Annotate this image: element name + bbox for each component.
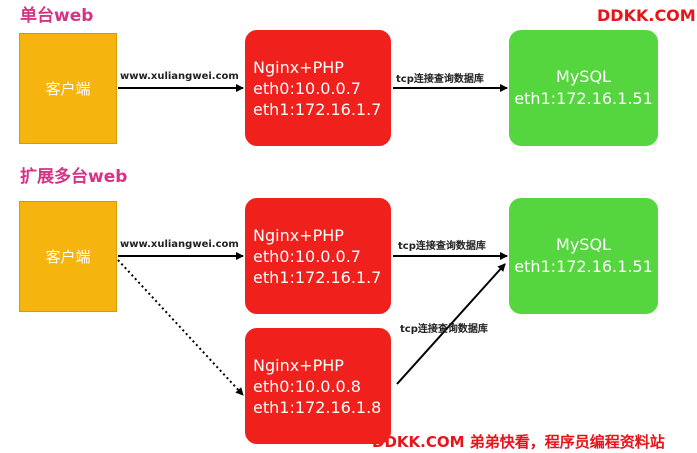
server-line2: eth0:10.0.0.8 — [253, 376, 361, 396]
server-box-bottom-2: Nginx+PHP eth0:10.0.0.8 eth1:172.16.1.8 — [245, 328, 391, 444]
tcp-label-bottom-2: tcp连接查询数据库 — [400, 324, 488, 335]
link-label-top: www.xuliangwei.com — [120, 71, 239, 82]
client-box-top: 客户端 — [19, 33, 117, 144]
watermark-bottom: DDKK.COM 弟弟快看，程序员编程资料站 — [372, 433, 665, 451]
arrow-client-to-server2-dotted — [117, 259, 244, 396]
tcp-label-bottom-1: tcp连接查询数据库 — [398, 241, 486, 252]
server-line1: Nginx+PHP — [253, 355, 344, 375]
db-line2: eth1:172.16.1.51 — [514, 89, 653, 108]
server-line1: Nginx+PHP — [253, 57, 344, 77]
db-line1: MySQL — [556, 235, 611, 254]
section-title-multi-web: 扩展多台web — [20, 167, 128, 187]
watermark-top: DDKK.COM — [597, 6, 696, 25]
client-label: 客户端 — [45, 248, 91, 266]
server-box-bottom-1: Nginx+PHP eth0:10.0.0.7 eth1:172.16.1.7 — [245, 198, 391, 314]
client-box-bottom: 客户端 — [19, 201, 117, 312]
server-line3: eth1:172.16.1.7 — [253, 99, 382, 119]
server-box-top: Nginx+PHP eth0:10.0.0.7 eth1:172.16.1.7 — [245, 30, 391, 146]
server-line1: Nginx+PHP — [253, 225, 344, 245]
tcp-label-top: tcp连接查询数据库 — [396, 74, 484, 85]
section-title-single-web: 单台web — [20, 6, 94, 26]
db-line2: eth1:172.16.1.51 — [514, 257, 653, 276]
client-label: 客户端 — [45, 80, 91, 98]
server-line2: eth0:10.0.0.7 — [253, 246, 361, 266]
server-line2: eth0:10.0.0.7 — [253, 78, 361, 98]
arrow-server2-to-db — [396, 263, 506, 385]
server-line3: eth1:172.16.1.7 — [253, 267, 382, 287]
db-box-bottom: MySQL eth1:172.16.1.51 — [509, 198, 658, 314]
link-label-bottom: www.xuliangwei.com — [120, 239, 239, 250]
db-line1: MySQL — [556, 67, 611, 86]
db-box-top: MySQL eth1:172.16.1.51 — [509, 30, 658, 146]
server-line3: eth1:172.16.1.8 — [253, 397, 382, 417]
